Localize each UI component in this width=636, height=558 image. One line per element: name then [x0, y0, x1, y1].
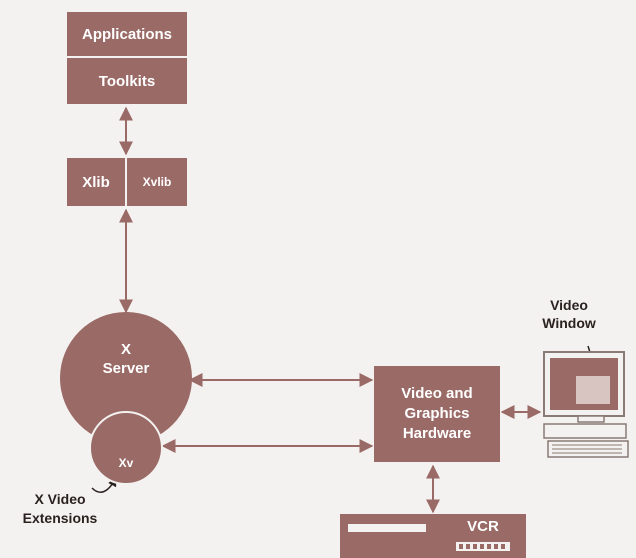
applications-label: Applications: [81, 25, 172, 43]
vcr-label: VCR: [467, 518, 499, 535]
xv-circle: [89, 411, 163, 485]
computer-monitor-icon: [543, 351, 629, 458]
video-window-label: Video Window: [542, 297, 596, 331]
xlib-box: Xlib: [67, 158, 125, 206]
x-server-circle: [60, 312, 192, 444]
toolkits-label: Toolkits: [98, 72, 156, 90]
x-server-label: X Server: [102, 341, 150, 377]
vcr-device-icon: [340, 514, 526, 558]
xlib-label: Xlib: [82, 173, 110, 191]
xvlib-label: Xvlib: [142, 175, 172, 189]
xvlib-box: Xvlib: [127, 158, 187, 206]
applications-box: Applications: [67, 12, 187, 56]
xv-label: Xv: [118, 456, 134, 470]
toolkits-box: Toolkits: [67, 58, 187, 104]
x-video-extensions-label: X Video Extensions: [22, 491, 98, 526]
video-graphics-hardware-box: Video and Graphics Hardware: [374, 366, 500, 462]
